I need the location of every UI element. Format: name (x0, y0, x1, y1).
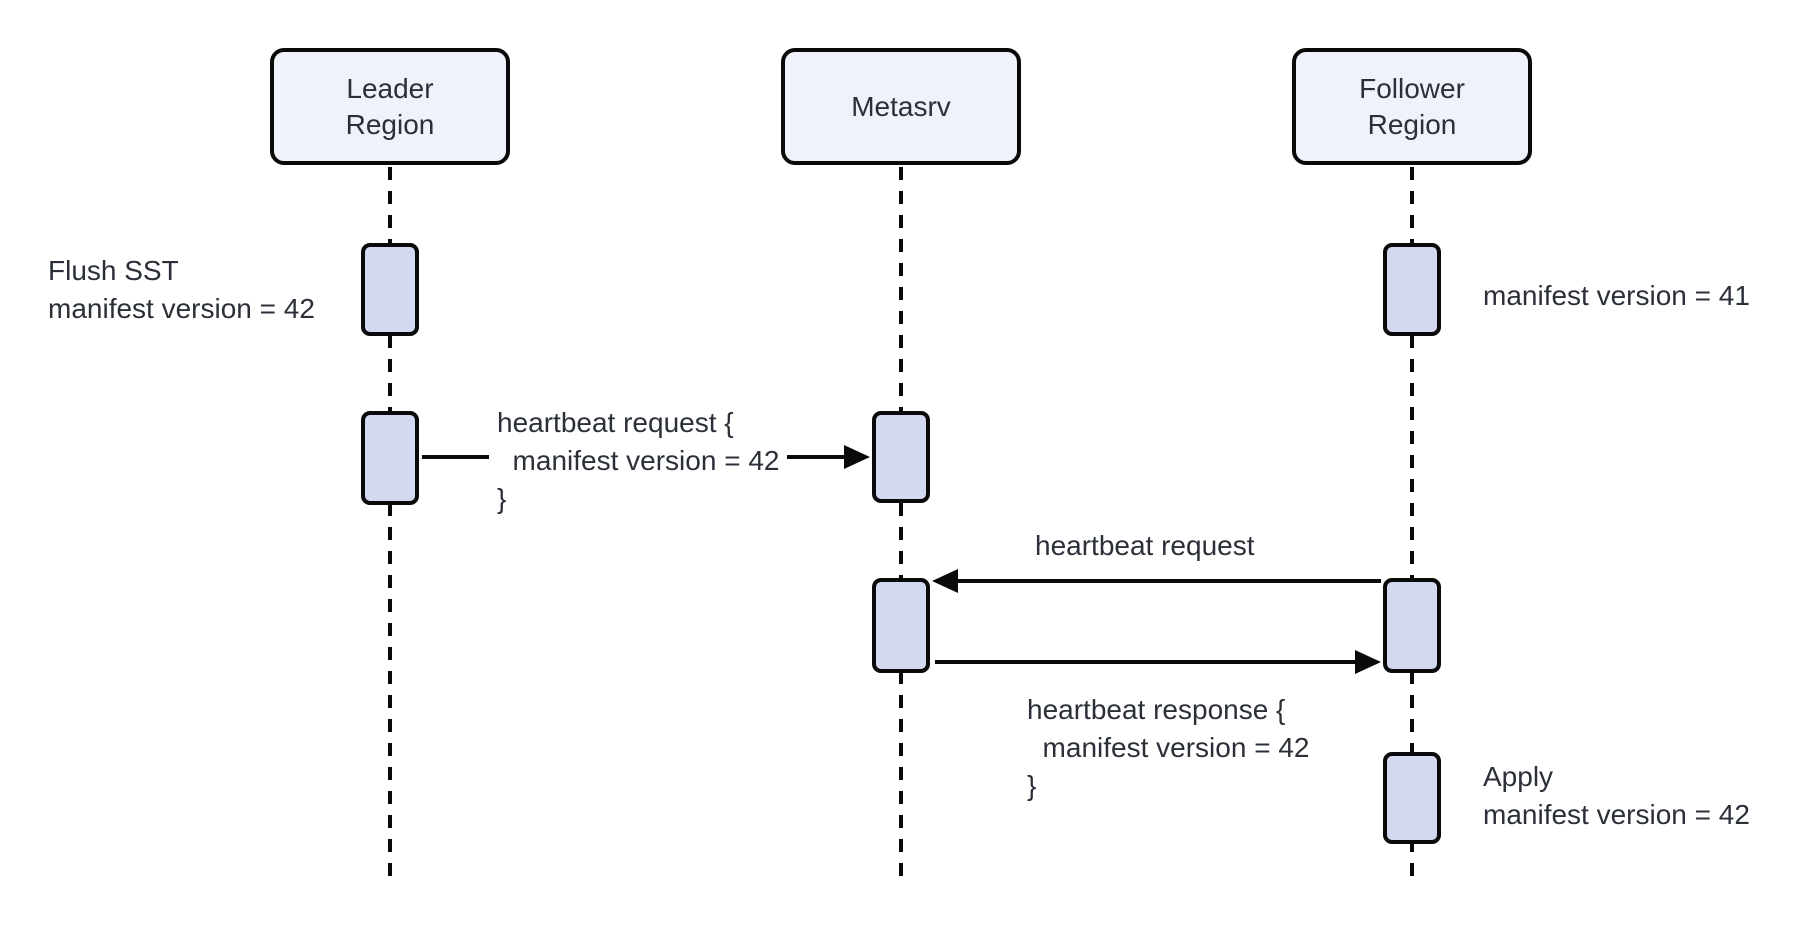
actor-leader-region: Leader Region (270, 48, 510, 165)
activation-leader-heartbeat (361, 411, 419, 505)
actor-metasrv: Metasrv (781, 48, 1021, 165)
message-arrow-heartbeat-response-metasrv-to-follower (935, 650, 1381, 674)
activation-leader-flush (361, 243, 419, 336)
label-message-heartbeat-response: heartbeat response { manifest version = … (1027, 694, 1310, 801)
label-manifest-version-41: manifest version = 41 (1483, 280, 1750, 311)
message-arrow-heartbeat-request-follower-to-metasrv (932, 569, 1381, 593)
actor-metasrv-label: Metasrv (851, 90, 951, 122)
activation-metasrv-follower-heartbeat (872, 578, 930, 673)
activation-metasrv-leader-heartbeat (872, 411, 930, 503)
label-message-heartbeat-request-leader: heartbeat request { manifest version = 4… (489, 402, 788, 520)
label-flush-sst: Flush SST manifest version = 42 (48, 255, 315, 324)
label-message-heartbeat-request-follower: heartbeat request (1035, 530, 1255, 561)
actor-follower-region-label: Follower Region (1359, 72, 1465, 140)
activation-follower-apply (1383, 752, 1441, 844)
activation-follower-heartbeat (1383, 578, 1441, 673)
actor-follower-region: Follower Region (1292, 48, 1532, 165)
label-apply-manifest-version-42: Apply manifest version = 42 (1483, 761, 1750, 830)
activation-follower-state (1383, 243, 1441, 336)
actor-leader-region-label: Leader Region (345, 72, 435, 140)
